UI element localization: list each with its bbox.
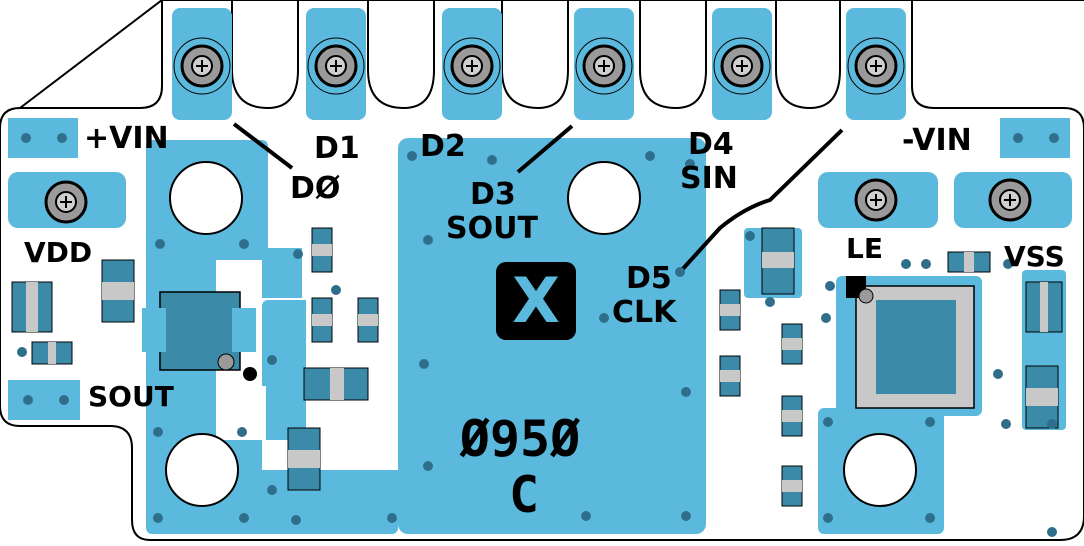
screw-icon bbox=[443, 37, 501, 95]
resistor bbox=[781, 465, 803, 507]
label-d3: D3 bbox=[470, 177, 516, 212]
pin-labels: +VIN D1 DØ D2 D3 SOUT D4 SIN -VIN D5 CLK… bbox=[24, 121, 1065, 413]
mounting-hole bbox=[169, 161, 243, 235]
revision-letter: C bbox=[509, 466, 539, 524]
resistor bbox=[719, 355, 741, 397]
capacitor bbox=[311, 227, 333, 273]
resistor bbox=[781, 395, 803, 437]
resistor bbox=[11, 281, 53, 333]
label-vin-pos: +VIN bbox=[84, 121, 169, 156]
label-d2: D2 bbox=[420, 129, 466, 164]
inductor bbox=[303, 367, 369, 401]
capacitor bbox=[311, 297, 333, 343]
label-d3-function: SOUT bbox=[446, 211, 538, 246]
label-d4-function: SIN bbox=[680, 161, 738, 196]
x-logo: X bbox=[496, 262, 576, 340]
logo-letter: X bbox=[512, 264, 560, 337]
label-d0: DØ bbox=[290, 171, 340, 206]
resistor bbox=[101, 259, 135, 323]
screw-icon bbox=[818, 172, 938, 228]
label-d1: D1 bbox=[314, 131, 360, 166]
screw-icon bbox=[8, 172, 126, 228]
label-le: LE bbox=[846, 232, 883, 265]
label-vss: VSS bbox=[1004, 240, 1065, 273]
screw-icon bbox=[954, 172, 1072, 228]
capacitor bbox=[357, 297, 379, 343]
label-sout: SOUT bbox=[88, 380, 174, 413]
resistor bbox=[31, 341, 73, 365]
screw-icon bbox=[307, 37, 365, 95]
part-number: Ø95Ø bbox=[459, 410, 580, 468]
screw-icon bbox=[173, 37, 231, 95]
mounting-hole bbox=[843, 433, 917, 507]
capacitor bbox=[1025, 365, 1059, 429]
resistor bbox=[781, 323, 803, 365]
resistor bbox=[947, 251, 991, 273]
screw-icon bbox=[575, 37, 633, 95]
screw-icon bbox=[847, 37, 905, 95]
label-d5-function: CLK bbox=[612, 295, 678, 330]
screw-icon bbox=[713, 37, 771, 95]
mounting-hole bbox=[165, 433, 239, 507]
mounting-holes bbox=[165, 161, 917, 507]
passive-components bbox=[11, 227, 1063, 507]
inductor bbox=[761, 227, 795, 295]
screws bbox=[8, 37, 1072, 228]
ic-left bbox=[142, 291, 257, 381]
mounting-hole bbox=[567, 161, 641, 235]
ic-right bbox=[846, 276, 975, 409]
resistor bbox=[719, 289, 741, 331]
label-vdd: VDD bbox=[24, 236, 92, 269]
label-vin-neg: -VIN bbox=[902, 123, 972, 158]
label-d5: D5 bbox=[626, 261, 672, 296]
jumper-wires bbox=[232, 122, 844, 274]
board-marking: Ø95Ø C bbox=[459, 410, 580, 524]
inductor bbox=[287, 427, 321, 491]
vias bbox=[17, 133, 1059, 537]
label-d4: D4 bbox=[688, 127, 734, 162]
resistor bbox=[1025, 281, 1063, 333]
